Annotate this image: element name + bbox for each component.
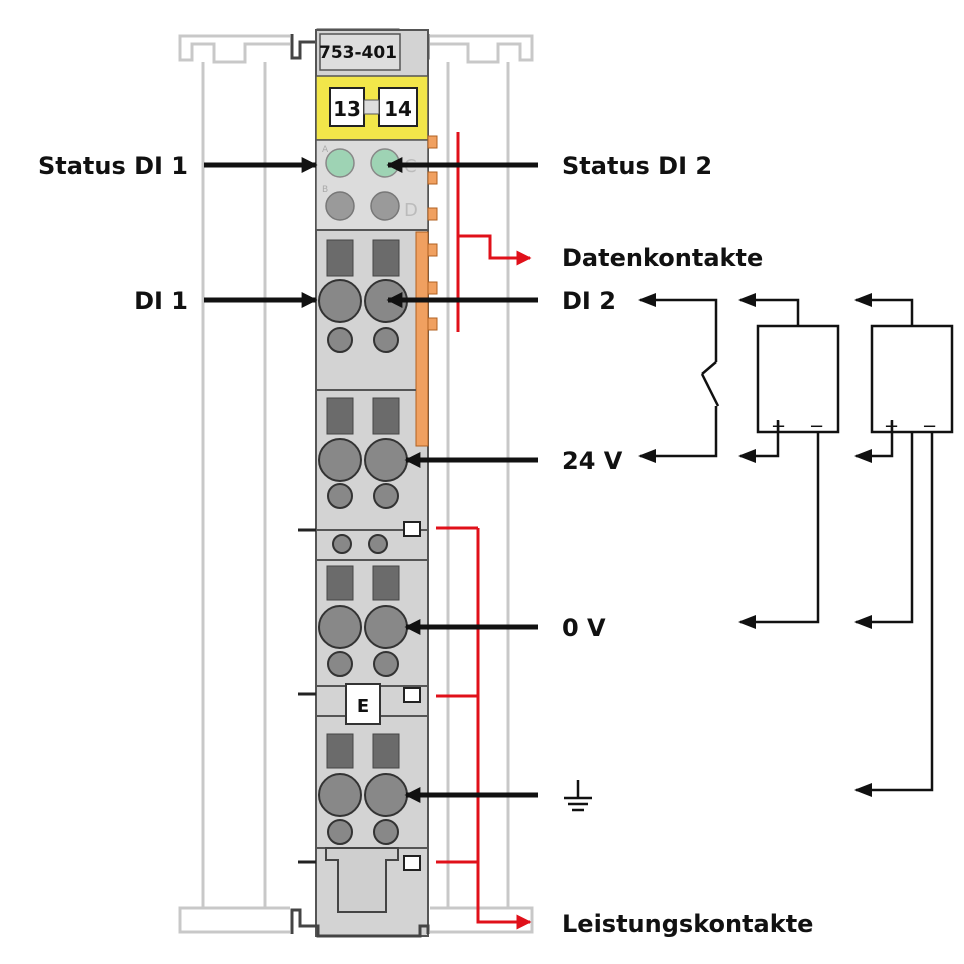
sensor-2-plus: + [884,416,899,437]
orange-side-strip [415,231,429,447]
label-leistungskontakte: Leistungskontakte [562,910,813,938]
di1-clamp [318,279,362,323]
led-letter-b: B [322,185,328,195]
status-led-a [325,148,355,178]
led-letter-a: A [322,145,329,155]
sensor-1-plus: + [771,416,786,437]
label-status-di2: Status DI 2 [562,152,712,180]
right-arrows [386,156,538,804]
clamp-block-pe [318,733,408,845]
end-marker-box [345,683,381,725]
label-24v: 24 V [562,447,623,475]
bottom-latch [290,847,430,938]
marker-14-box [378,87,418,127]
sensor-2-arrowheads [854,293,872,797]
part-number-plate [319,33,401,71]
status-led-d [370,191,400,221]
clamp-block-di [316,229,428,353]
switch-circuit [640,298,720,458]
marker-13: 13 [333,97,361,121]
sensor-2-box [870,324,954,434]
leistungskontakte-bracket [436,526,532,930]
sensor-1-box [756,324,840,434]
end-marker-row: E [298,683,428,725]
sensor-2-minus: − [922,416,937,437]
switch-arrowheads [638,293,656,463]
label-status-di1: Status DI 1 [38,152,188,180]
clamp-block-24v [316,389,416,509]
marker-14: 14 [384,97,412,121]
sensor-1-arrowheads [738,293,756,629]
label-di1: DI 1 [134,287,188,315]
end-marker: E [357,696,369,717]
power-contact-brackets [403,521,421,871]
sensor-2 [856,298,954,792]
led-letter-d: D [404,200,418,221]
sensor-1 [740,298,840,624]
ground-icon [564,780,592,812]
status-led-b [325,191,355,221]
rail-outline [178,34,534,934]
label-0v: 0 V [562,614,606,642]
marker-connector [363,99,380,115]
left-arrows [204,156,318,309]
io-module: 753-401 13 14 A B C D [290,28,438,938]
part-number: 753-401 [319,43,397,63]
data-contacts [427,135,438,331]
sensor-1-minus: − [809,416,824,437]
label-datenkontakte: Datenkontakte [562,244,763,272]
marker-13-box [329,87,365,127]
label-di2: DI 2 [562,287,616,315]
